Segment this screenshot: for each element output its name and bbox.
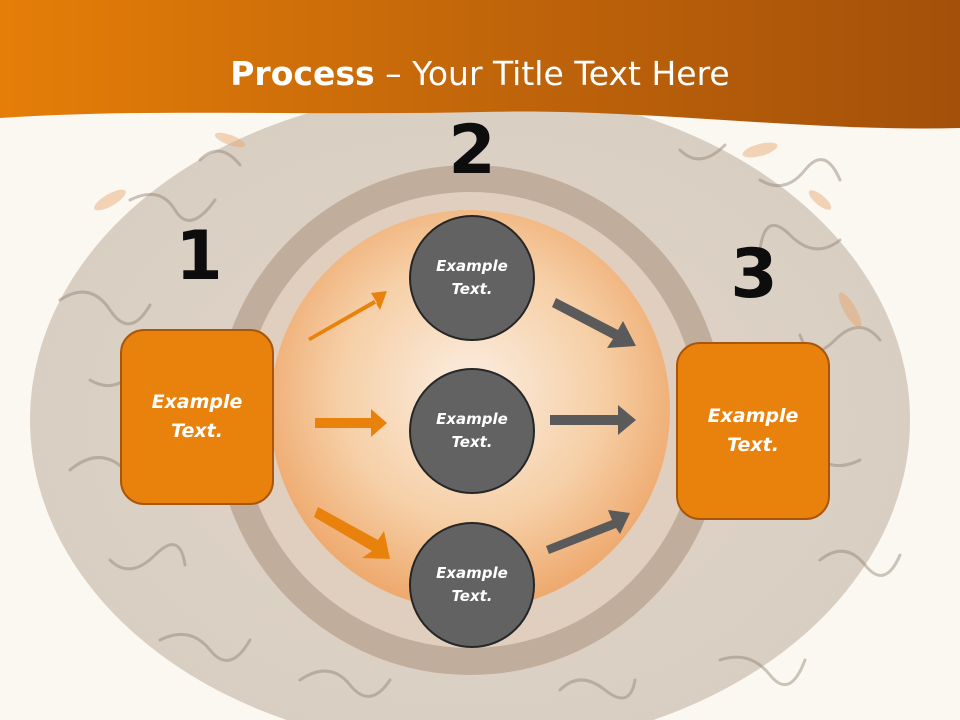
node-3-line1: Example	[436, 564, 508, 582]
title-bold: Process	[230, 54, 375, 93]
node-1-line1: Example	[436, 257, 508, 275]
input-box-line1: Example	[151, 391, 243, 413]
process-node-3: Example Text.	[409, 522, 535, 648]
node-2-line2: Text.	[451, 433, 493, 451]
process-node-2: Example Text.	[409, 368, 535, 494]
output-box: Example Text.	[676, 342, 830, 520]
input-box: Example Text.	[120, 329, 274, 505]
input-box-line2: Text.	[171, 420, 223, 442]
node-1-line2: Text.	[451, 280, 493, 298]
output-box-line2: Text.	[727, 434, 779, 456]
page-title: Process – Your Title Text Here	[0, 54, 960, 94]
step-number-1: 1	[175, 217, 223, 296]
step-number-2: 2	[448, 111, 496, 190]
output-box-line1: Example	[707, 405, 799, 427]
node-2-line1: Example	[436, 410, 508, 428]
process-node-1: Example Text.	[409, 215, 535, 341]
title-rest: – Your Title Text Here	[374, 54, 730, 93]
node-3-line2: Text.	[451, 587, 493, 605]
step-number-3: 3	[730, 235, 778, 314]
